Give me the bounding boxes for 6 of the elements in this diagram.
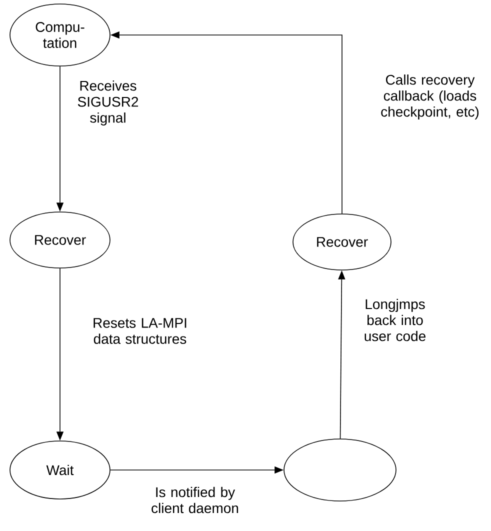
edge-label: Resets LA-MPI data structures [94,318,186,344]
edge-label: Is notified by client daemon [152,486,238,514]
empty-state-ellipse [284,438,396,502]
edge-label: Calls recovery callback (loads checkpoint, etc) [381,74,479,120]
edge-label: Receives SIGUSR2 signal [78,80,138,126]
edge-label: Longjmps back into user code [364,298,426,342]
